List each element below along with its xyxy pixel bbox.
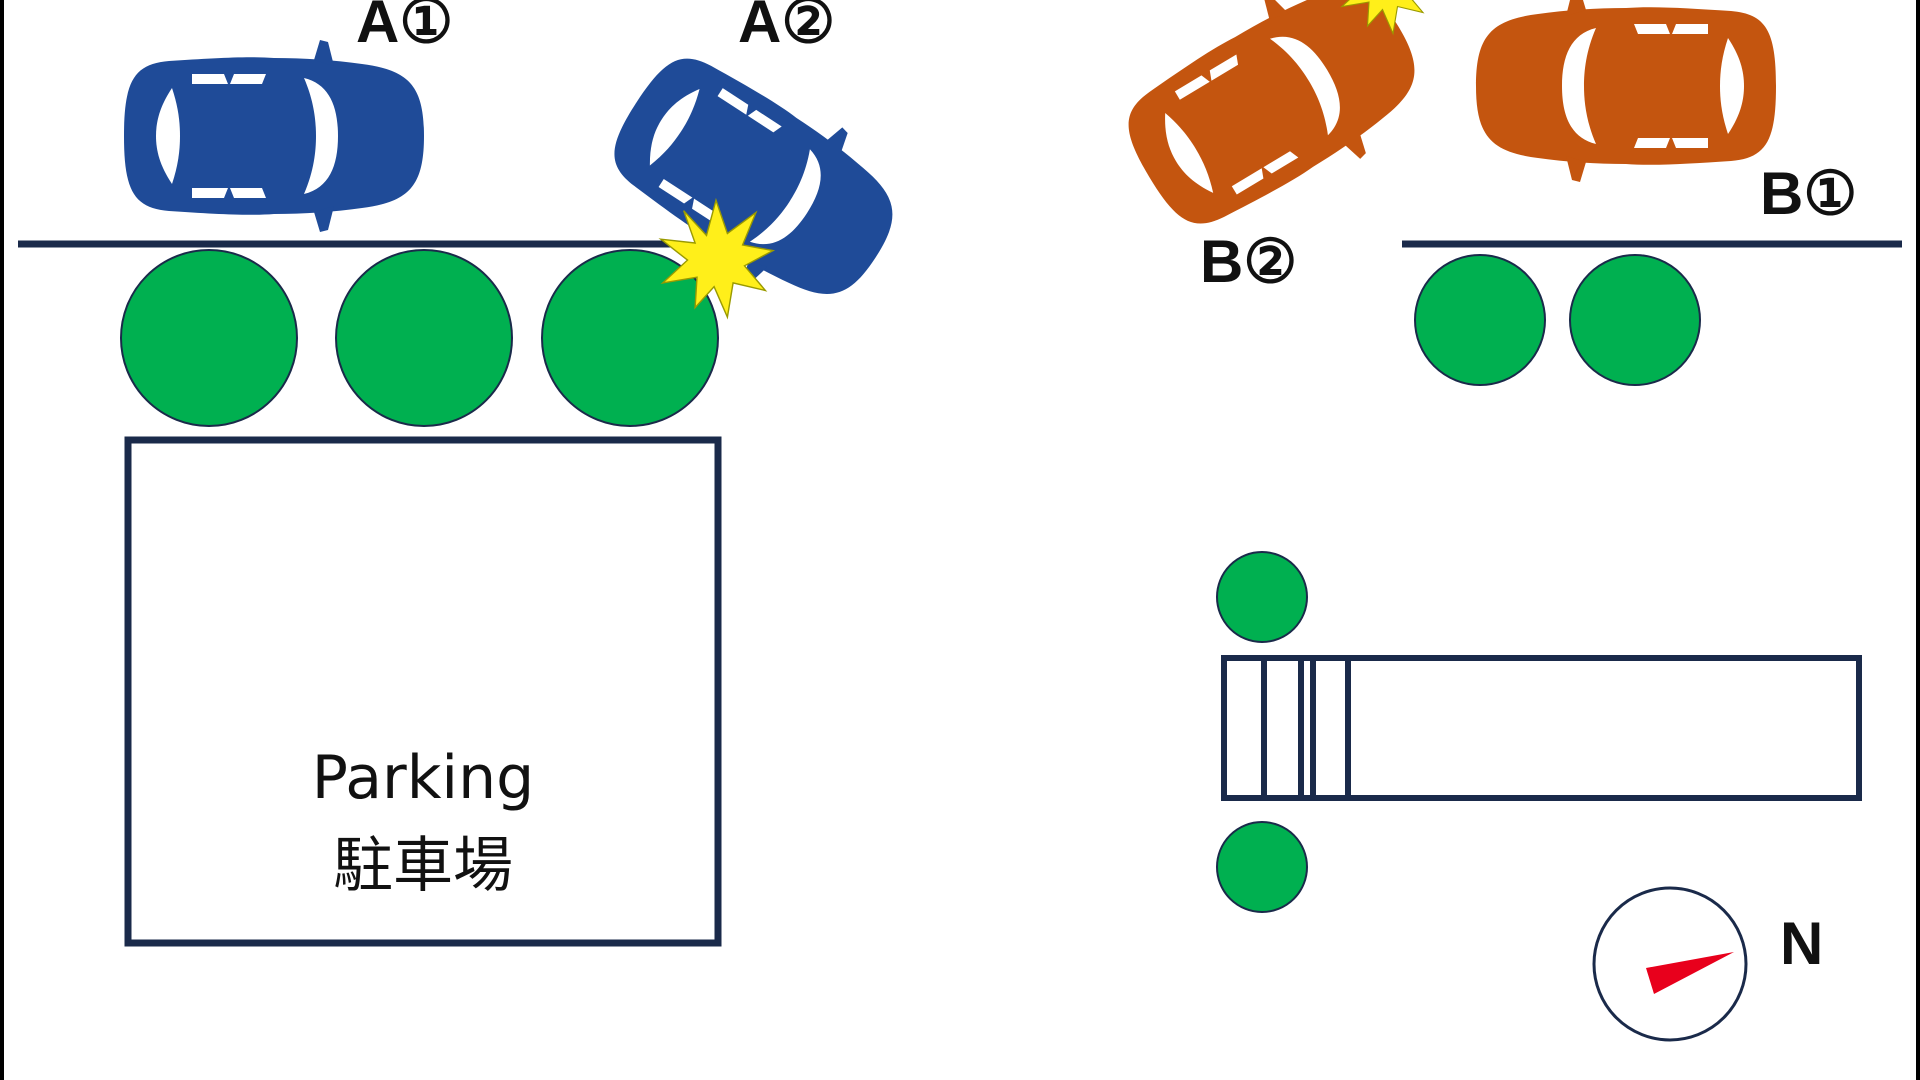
label-a1: A① [356, 0, 454, 55]
car-a1-icon [124, 40, 424, 232]
label-b1: B① [1760, 160, 1858, 227]
compass-needle [1646, 952, 1734, 994]
car-b2-icon [1101, 0, 1447, 257]
tree-icon [120, 249, 298, 427]
tree-icon [541, 249, 719, 427]
label-a2: A② [738, 0, 836, 55]
tree-icon [1216, 821, 1308, 913]
tree-icon [1216, 551, 1308, 643]
scene-svg [18, 0, 1902, 1042]
car-b1-icon [1476, 0, 1776, 182]
tree-icon [1414, 254, 1546, 386]
parking-lot [124, 436, 722, 947]
label-b2: B② [1200, 228, 1298, 295]
tree-icon [1569, 254, 1701, 386]
tree-icon [335, 249, 513, 427]
compass-north-label: N [1780, 910, 1824, 977]
parking-label-ja: 駐車場 [333, 831, 513, 901]
parking-label-en: Parking [311, 743, 535, 813]
building-outline [1221, 655, 1862, 801]
accident-diagram: A① A② B① B② N Parking 駐車場 [4, 0, 1916, 1080]
